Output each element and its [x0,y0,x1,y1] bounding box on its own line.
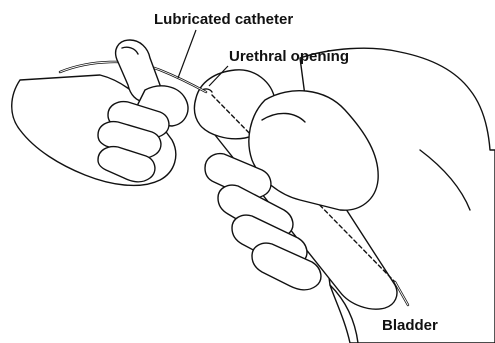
label-lubricated-catheter: Lubricated catheter [154,12,293,27]
label-bladder: Bladder [382,318,438,333]
label-urethral-opening: Urethral opening [229,49,349,64]
